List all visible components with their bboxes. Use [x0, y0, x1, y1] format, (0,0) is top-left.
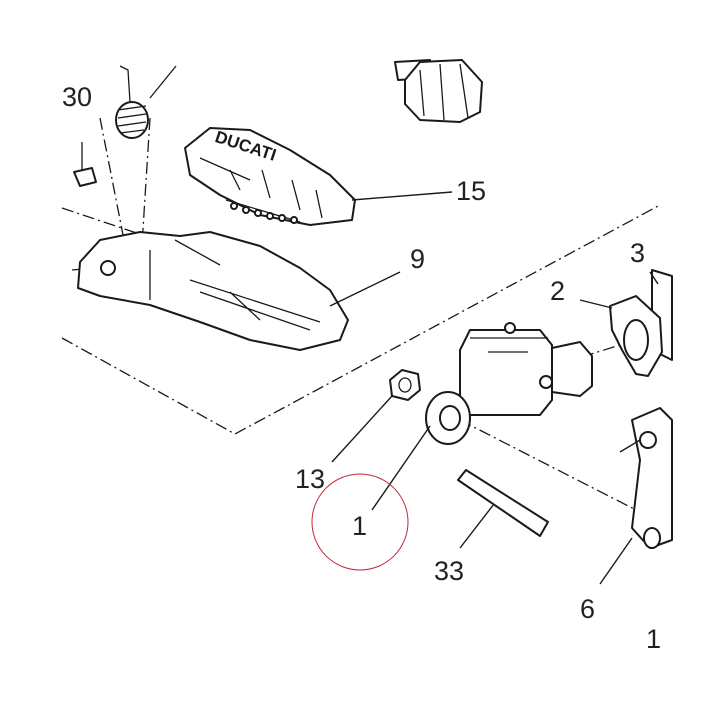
leader-lines [329, 191, 659, 585]
callout-3: 3 [630, 238, 645, 268]
washer-part [73, 142, 97, 187]
reservoir-clamp-part [609, 295, 663, 377]
callout-9: 9 [410, 244, 425, 274]
callout-1: 1 [352, 511, 367, 541]
callout-33: 33 [434, 556, 464, 586]
nut-part [389, 369, 421, 401]
footpeg-rubber-part: DUCATI [184, 127, 356, 226]
footpeg-part [77, 231, 349, 351]
bolt-part [394, 59, 483, 123]
callout-6: 6 [580, 594, 595, 624]
callout-15: 15 [456, 176, 486, 206]
callout-partial-1: 1 [646, 624, 661, 654]
rubber-teeth [230, 202, 298, 224]
highlight-circle [311, 473, 409, 571]
callout-30: 30 [62, 82, 92, 112]
assembly-axis-lines [61, 117, 661, 513]
lever-part [631, 407, 673, 549]
callout-13: 13 [295, 464, 325, 494]
callout-labels: 30 15 9 3 2 13 1 33 6 1 [62, 82, 661, 654]
callout-2: 2 [550, 276, 565, 306]
master-cylinder-part [425, 322, 593, 445]
hose-part [457, 469, 549, 537]
spring-part [115, 65, 177, 139]
